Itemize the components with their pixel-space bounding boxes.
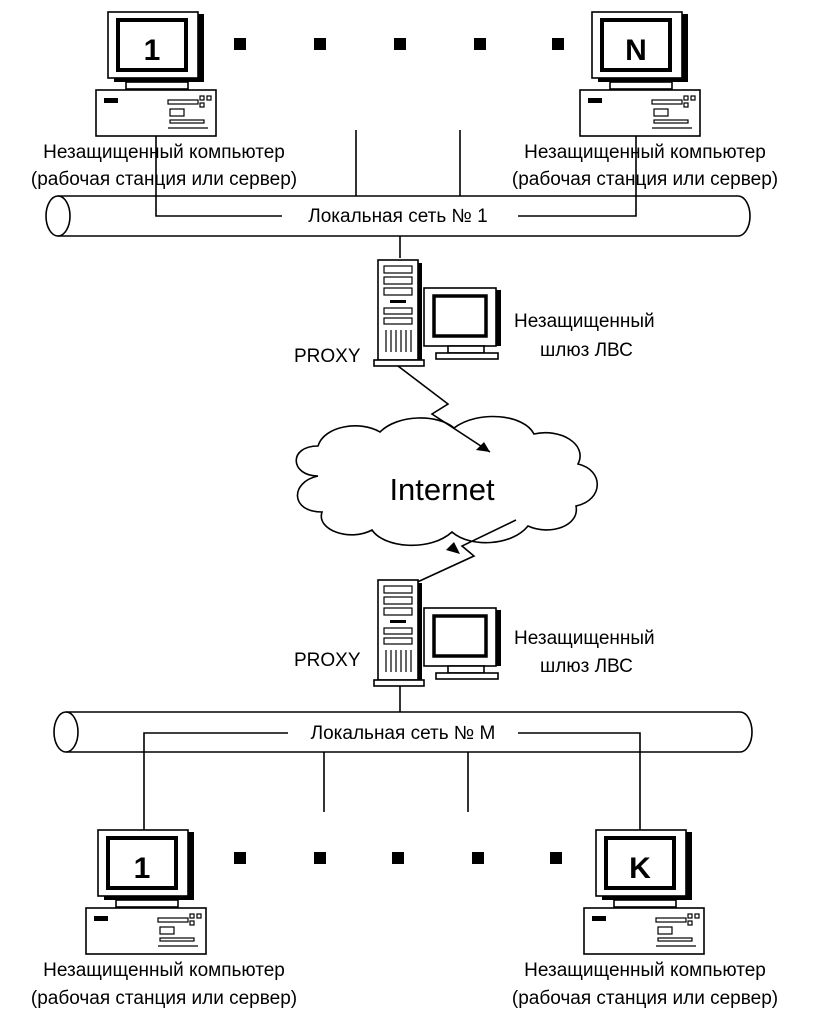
computer-top-n: N (578, 10, 702, 138)
internet-label: Internet (389, 472, 495, 507)
proxy-label-top: PROXY (294, 346, 361, 367)
computer-number: N (625, 34, 647, 67)
lan-m-label: Локальная сеть № M (311, 723, 496, 744)
caption-bottom-left-1: Незащищенный компьютер (43, 960, 285, 981)
wireless-link-top (397, 365, 491, 453)
gateway-top-label-2: шлюз ЛВС (540, 340, 633, 361)
caption-top-left-2: (рабочая станция или сервер) (31, 169, 297, 190)
lan-1-label: Локальная сеть № 1 (308, 206, 488, 227)
internet-cloud: Internet (295, 415, 599, 547)
computer-number: K (629, 852, 651, 885)
computer-bottom-k: K (582, 828, 706, 956)
gateway-bottom (372, 578, 503, 688)
caption-top-right-1: Незащищенный компьютер (524, 142, 766, 163)
ellipsis-dots-top (234, 38, 564, 50)
caption-top-right-2: (рабочая станция или сервер) (512, 169, 778, 190)
computer-number: 1 (134, 852, 151, 885)
lan-m-bus (53, 711, 753, 753)
wireless-link-bottom (399, 519, 517, 591)
caption-bottom-right-2: (рабочая станция или сервер) (512, 988, 778, 1009)
caption-bottom-left-2: (рабочая станция или сервер) (31, 988, 297, 1009)
caption-top-left-1: Незащищенный компьютер (43, 142, 285, 163)
gateway-bottom-label-2: шлюз ЛВС (540, 656, 633, 677)
computer-top-1: 1 (94, 10, 218, 138)
lan-1-bus (45, 195, 751, 237)
caption-bottom-right-1: Незащищенный компьютер (524, 960, 766, 981)
gateway-top (372, 258, 503, 368)
computer-number: 1 (144, 34, 161, 67)
gateway-top-label-1: Незащищенный (514, 311, 655, 332)
ellipsis-dots-bottom (234, 852, 562, 864)
computer-bottom-1: 1 (84, 828, 208, 956)
proxy-label-bottom: PROXY (294, 650, 361, 671)
gateway-bottom-label-1: Незащищенный (514, 628, 655, 649)
